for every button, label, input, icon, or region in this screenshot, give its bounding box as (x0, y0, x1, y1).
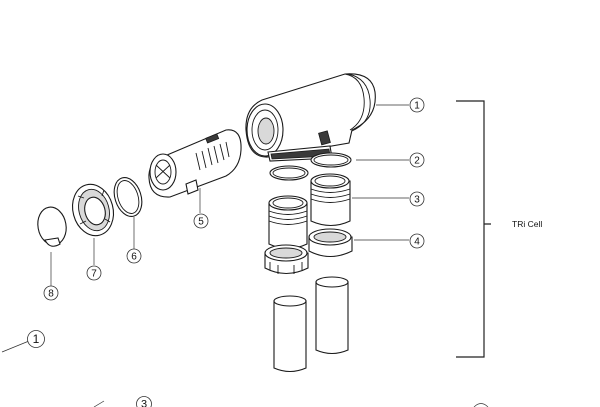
cut-off-leader (93, 400, 105, 407)
callout-8: 8 (43, 285, 59, 301)
callout-7: 7 (86, 265, 102, 281)
svg-text:3: 3 (141, 399, 147, 407)
cell-housing (245, 73, 376, 162)
lock-ring (71, 183, 115, 237)
threaded-union-pair (268, 173, 351, 250)
leader-lines (1, 104, 409, 353)
callout-6: 6 (126, 248, 142, 264)
svg-text:7: 7 (91, 269, 97, 280)
tri-cell-bracket (456, 100, 491, 358)
end-cap (37, 206, 67, 247)
callout-3-lower: 3 (136, 396, 152, 407)
electrode-cartridge (148, 129, 242, 198)
callout-3: 3 (409, 191, 425, 207)
svg-text:1: 1 (414, 101, 420, 112)
group-label: TRi Cell (512, 219, 542, 229)
svg-text:8: 8 (48, 289, 54, 300)
large-o-ring (113, 177, 143, 217)
svg-text:1: 1 (33, 332, 40, 346)
callout-5: 5 (193, 213, 209, 229)
callout-2: 2 (409, 152, 425, 168)
o-ring-pair (269, 152, 352, 181)
union-nut-pair (264, 228, 353, 275)
tail-pipe-pair (273, 276, 349, 373)
callout-1-top: 1 (409, 97, 425, 113)
callout-1-lower: 1 (27, 330, 45, 348)
svg-text:4: 4 (414, 237, 420, 248)
callout-4: 4 (409, 233, 425, 249)
svg-text:2: 2 (414, 156, 420, 167)
svg-text:5: 5 (198, 217, 204, 228)
cut-off-circle-fragment (473, 403, 489, 407)
svg-text:6: 6 (131, 252, 137, 263)
svg-text:3: 3 (414, 195, 420, 206)
